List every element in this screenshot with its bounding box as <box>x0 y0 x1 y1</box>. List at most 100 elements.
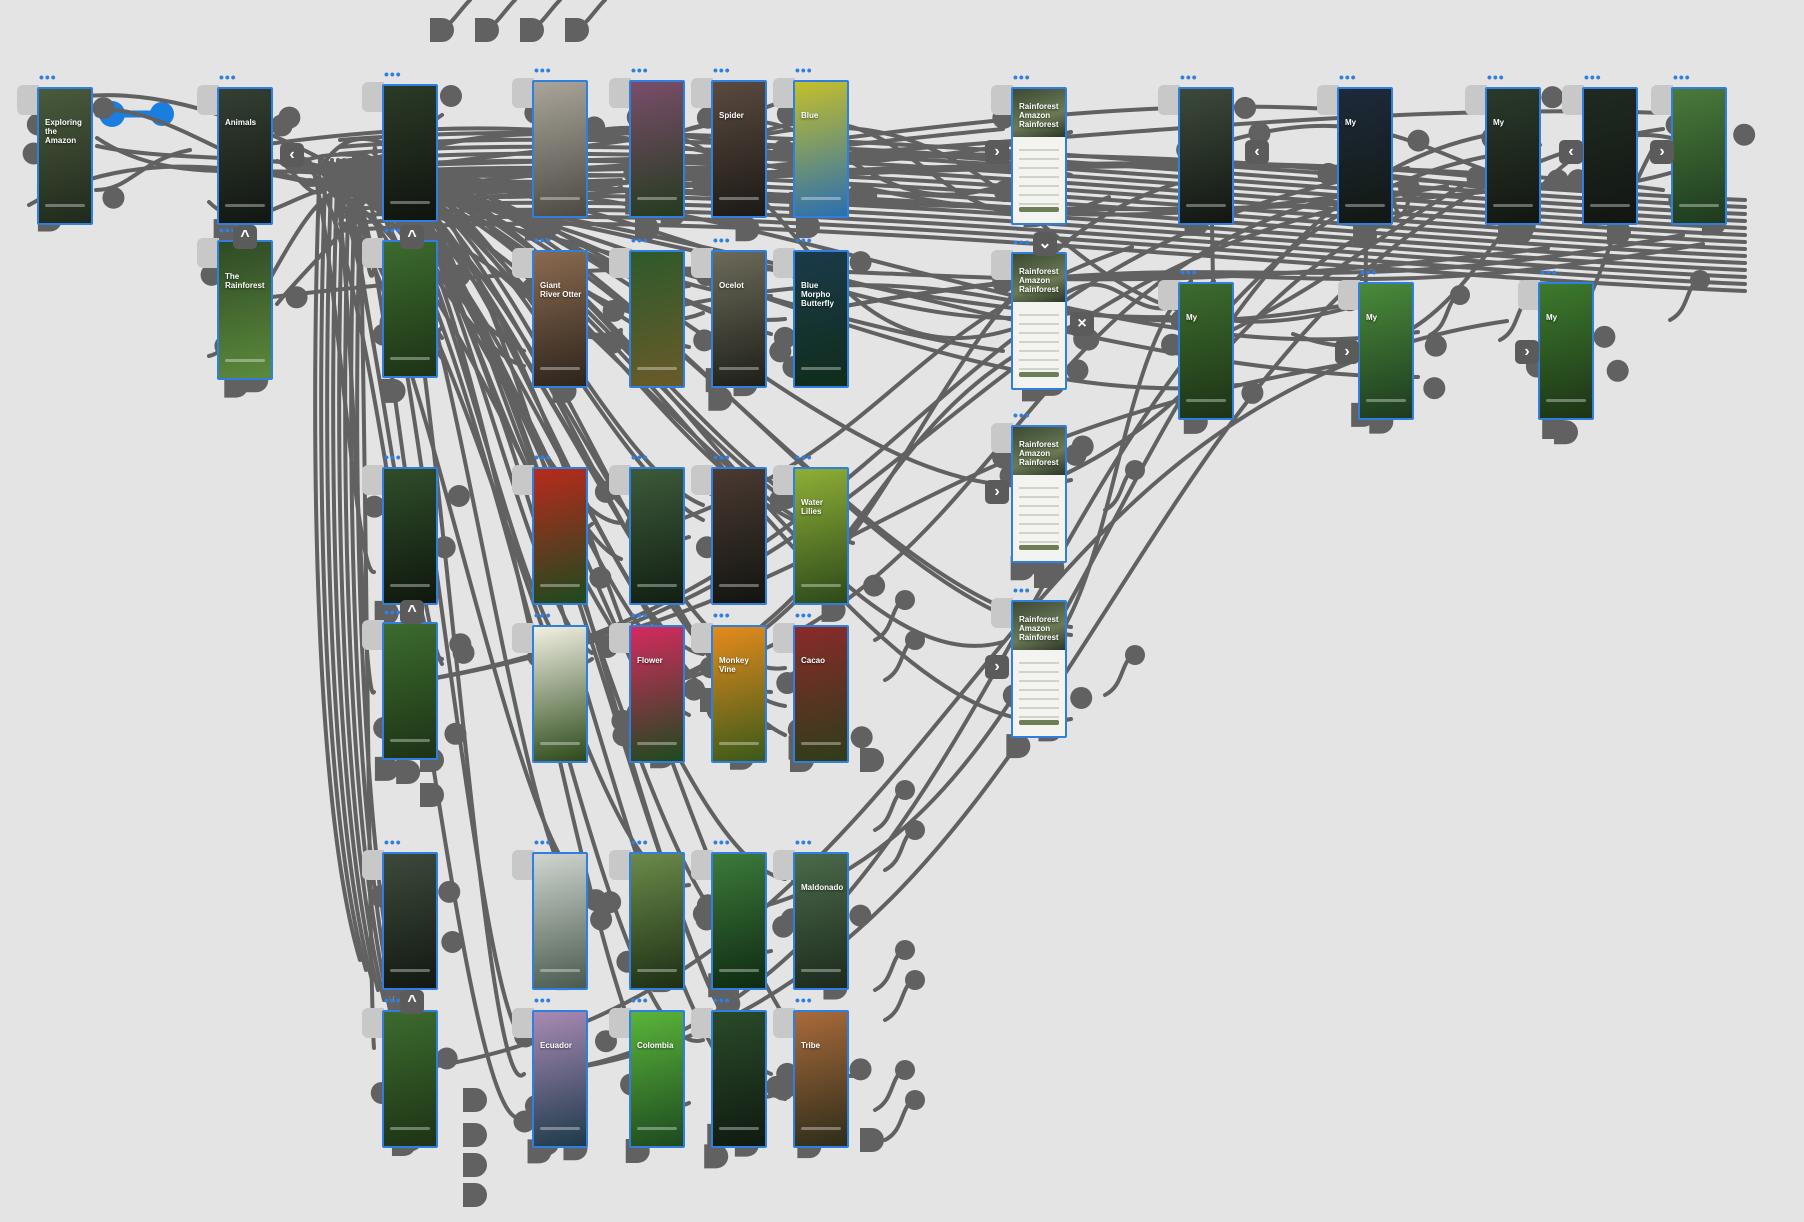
artboard-plants-list[interactable] <box>382 467 438 605</box>
prototype-connector-knob[interactable] <box>1064 443 1087 466</box>
artboard-more-icon[interactable]: ••• <box>534 607 552 623</box>
prototype-connector-plug[interactable] <box>463 1088 487 1112</box>
prototype-connector-knob[interactable] <box>1125 645 1145 665</box>
prototype-connector-knob[interactable] <box>1424 334 1447 357</box>
prototype-connector-knob[interactable] <box>1546 169 1569 192</box>
prototype-connector-knob[interactable] <box>278 106 301 129</box>
artboard-connector-tab[interactable] <box>691 850 713 880</box>
artboard-connector-tab[interactable] <box>991 85 1013 115</box>
prototype-chevron-button[interactable]: › <box>985 480 1009 504</box>
prototype-connector-knob[interactable] <box>765 1075 788 1098</box>
prototype-connector-knob[interactable] <box>1066 359 1089 382</box>
artboard-connector-tab[interactable] <box>362 465 384 495</box>
prototype-connector-knob[interactable] <box>449 633 472 656</box>
artboard-more-icon[interactable]: ••• <box>631 449 649 465</box>
artboard-connector-tab[interactable] <box>512 465 534 495</box>
artboard-more-icon[interactable]: ••• <box>713 607 731 623</box>
artboard-plant-4[interactable]: Water Lilies <box>793 467 849 605</box>
prototype-connector-plug[interactable] <box>430 18 454 42</box>
prototype-connector-knob[interactable] <box>1606 359 1629 382</box>
prototype-chevron-button[interactable]: ‹ <box>1245 140 1269 164</box>
artboard-more-icon[interactable]: ••• <box>384 66 402 82</box>
artboard-connector-tab[interactable] <box>691 248 713 278</box>
artboard-info-2[interactable]: Rainforest Amazon Rainforest <box>1011 252 1067 390</box>
artboard-connector-tab[interactable] <box>773 623 795 653</box>
artboard-connector-tab[interactable] <box>197 85 219 115</box>
prototype-connector-plug[interactable] <box>475 18 499 42</box>
artboard-more-icon[interactable]: ••• <box>534 232 552 248</box>
artboard-journal-4[interactable] <box>1582 87 1638 225</box>
prototype-connector-knob[interactable] <box>439 85 462 108</box>
prototype-connector-knob[interactable] <box>1398 177 1421 200</box>
prototype-connector-knob[interactable] <box>452 641 475 664</box>
prototype-chevron-button[interactable]: › <box>1335 340 1359 364</box>
artboard-more-icon[interactable]: ••• <box>384 604 402 620</box>
prototype-connector-knob[interactable] <box>905 970 925 990</box>
prototype-connector-plug[interactable] <box>381 378 406 403</box>
artboard-connector-tab[interactable] <box>991 250 1013 280</box>
artboard-places-list[interactable] <box>382 852 438 990</box>
prototype-connector-knob[interactable] <box>441 930 464 953</box>
prototype-chevron-button[interactable]: × <box>1070 312 1094 336</box>
artboard-more-icon[interactable]: ••• <box>713 449 731 465</box>
artboard-animal-5[interactable]: Giant River Otter <box>532 250 588 388</box>
prototype-connector-knob[interactable] <box>1593 325 1616 348</box>
prototype-connector-knob[interactable] <box>590 908 613 931</box>
prototype-connector-knob[interactable] <box>849 251 872 274</box>
prototype-connector-knob[interactable] <box>849 1058 872 1081</box>
artboard-connector-tab[interactable] <box>773 248 795 278</box>
artboard-animal-2[interactable] <box>629 80 685 218</box>
artboard-animal-3[interactable]: Spider <box>711 80 767 218</box>
artboard-connector-tab[interactable] <box>197 238 219 268</box>
prototype-connector-knob[interactable] <box>99 101 125 127</box>
artboard-more-icon[interactable]: ••• <box>534 449 552 465</box>
artboard-animal-4[interactable]: Blue <box>793 80 849 218</box>
artboard-place-5[interactable]: Ecuador <box>532 1010 588 1148</box>
prototype-connector-knob[interactable] <box>905 630 925 650</box>
prototype-connector-plug[interactable] <box>420 783 444 807</box>
artboard-more-icon[interactable]: ••• <box>1673 69 1691 85</box>
artboard-connector-tab[interactable] <box>609 850 631 880</box>
prototype-connector-plug[interactable] <box>735 217 760 242</box>
artboard-side-menu[interactable]: The Rainforest <box>217 240 273 380</box>
artboard-more-icon[interactable]: ••• <box>384 449 402 465</box>
artboard-connector-tab[interactable] <box>609 248 631 278</box>
prototype-connector-knob[interactable] <box>150 102 174 126</box>
artboard-more-icon[interactable]: ••• <box>1339 69 1357 85</box>
artboard-journal-2[interactable]: My <box>1337 87 1393 225</box>
artboard-more-icon[interactable]: ••• <box>631 607 649 623</box>
artboard-more-icon[interactable]: ••• <box>795 834 813 850</box>
prototype-connector-knob[interactable] <box>895 940 915 960</box>
artboard-connector-tab[interactable] <box>17 85 39 115</box>
artboard-more-icon[interactable]: ••• <box>795 992 813 1008</box>
artboard-journal-7[interactable]: My <box>1358 282 1414 420</box>
artboard-more-icon[interactable]: ••• <box>534 62 552 78</box>
artboard-more-icon[interactable]: ••• <box>795 62 813 78</box>
prototype-connector-plug[interactable] <box>860 1128 884 1152</box>
artboard-connector-tab[interactable] <box>1158 280 1180 310</box>
artboard-connector-tab[interactable] <box>1518 280 1540 310</box>
prototype-connector-knob[interactable] <box>905 820 925 840</box>
prototype-chevron-button[interactable]: ^ <box>400 225 424 249</box>
prototype-connector-knob[interactable] <box>1407 129 1430 152</box>
prototype-connector-knob[interactable] <box>1423 377 1446 400</box>
prototype-connector-knob[interactable] <box>602 299 625 322</box>
prototype-connector-knob[interactable] <box>1450 285 1470 305</box>
artboard-connector-tab[interactable] <box>1317 85 1339 115</box>
artboard-connector-tab[interactable] <box>773 850 795 880</box>
artboard-info-3[interactable]: Rainforest Amazon Rainforest <box>1011 425 1067 563</box>
artboard-more-icon[interactable]: ••• <box>384 992 402 1008</box>
artboard-home[interactable]: Exploring the Amazon <box>37 87 93 225</box>
artboard-place-6[interactable]: Colombia <box>629 1010 685 1148</box>
artboard-journal-3[interactable]: My <box>1485 87 1541 225</box>
prototype-connector-plug[interactable] <box>565 18 589 42</box>
prototype-connector-knob[interactable] <box>442 173 465 196</box>
artboard-place-8[interactable]: Tribe <box>793 1010 849 1148</box>
artboard-connector-tab[interactable] <box>991 423 1013 453</box>
prototype-chevron-button[interactable]: ⌄ <box>1033 232 1057 256</box>
prototype-connector-knob[interactable] <box>447 484 470 507</box>
artboard-journal-5[interactable] <box>1671 87 1727 225</box>
artboard-plant-1[interactable] <box>532 467 588 605</box>
prototype-connector-knob[interactable] <box>589 566 612 589</box>
artboard-more-icon[interactable]: ••• <box>1013 69 1031 85</box>
